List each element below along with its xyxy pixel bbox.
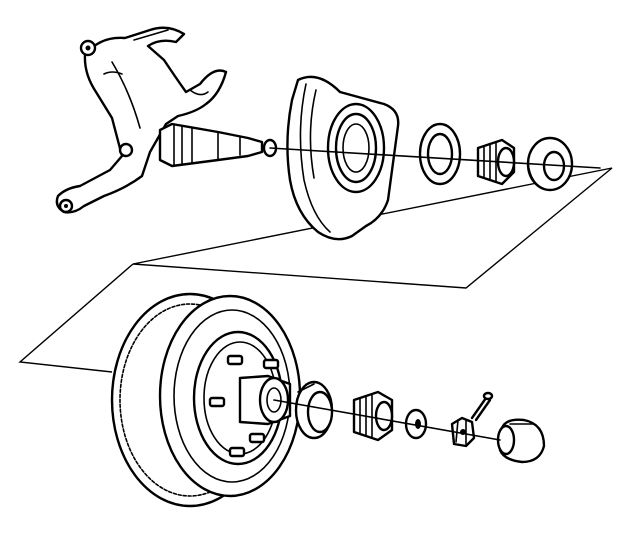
lower-inner-race bbox=[294, 380, 334, 440]
grease-seal bbox=[418, 122, 462, 186]
hub-center bbox=[238, 374, 292, 426]
upper-axis-line bbox=[269, 147, 601, 169]
cotter-pin bbox=[470, 391, 494, 422]
spindle bbox=[158, 122, 278, 168]
splash-shield bbox=[286, 75, 400, 241]
lower-axis-line bbox=[273, 399, 501, 441]
dust-cap bbox=[496, 418, 546, 464]
lower-reference-plane bbox=[18, 263, 134, 373]
steering-knuckle bbox=[55, 26, 228, 214]
wheel-studs bbox=[208, 354, 280, 458]
lower-inner-bearing bbox=[352, 390, 394, 442]
